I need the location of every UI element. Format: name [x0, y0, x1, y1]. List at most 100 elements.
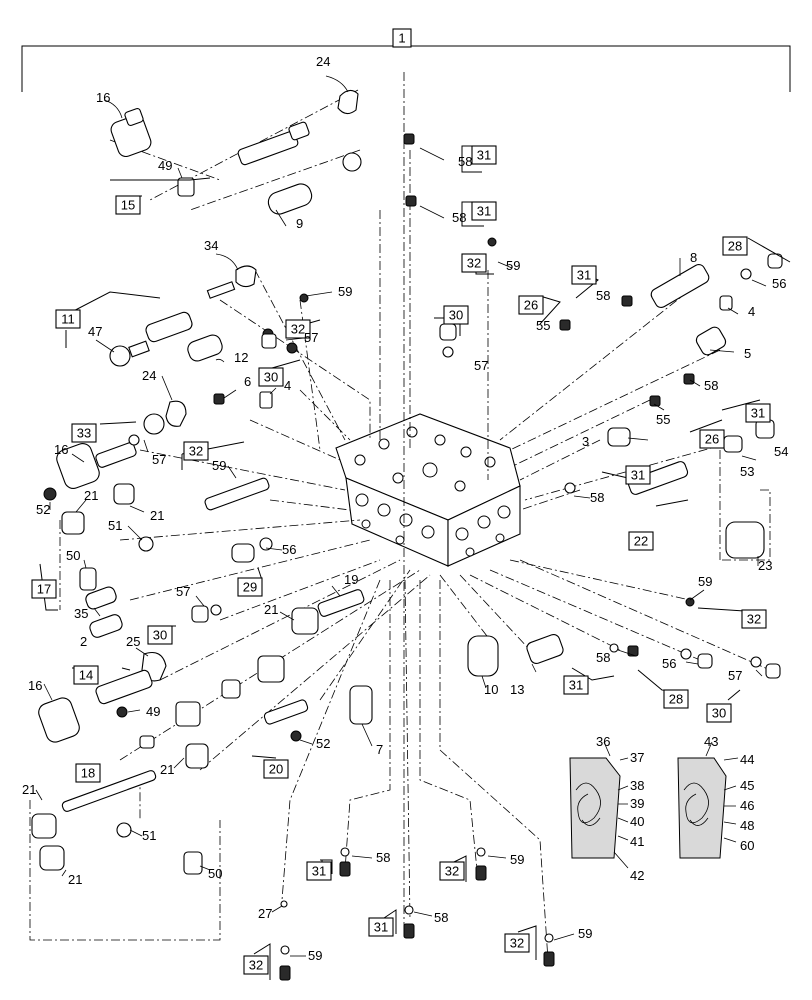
callout-4: 4	[748, 304, 755, 319]
callout-45: 45	[740, 778, 754, 793]
label-box	[663, 689, 689, 709]
seal-kit-bag-36	[569, 757, 621, 859]
seal-kit-bag-43	[677, 757, 727, 859]
boxed-label-text: 32	[249, 958, 263, 973]
sleeve-49-top	[177, 177, 195, 197]
shaft-32	[204, 477, 270, 511]
plug-54	[755, 419, 775, 439]
boxed-label-28: 28	[663, 689, 689, 709]
boxed-label-31: 31	[571, 265, 597, 285]
callout-59: 59	[212, 458, 226, 473]
callout-4: 4	[284, 378, 291, 393]
boxed-label-text: 32	[510, 936, 524, 951]
plug-55-right	[649, 395, 661, 407]
boxed-label-text: 31	[312, 864, 326, 879]
boxed-label-31: 31	[563, 675, 589, 695]
plug-bottom-31a	[339, 847, 351, 877]
callout-23: 23	[758, 558, 772, 573]
boxed-label-18: 18	[75, 763, 101, 783]
boxed-label-text: 32	[189, 444, 203, 459]
boxed-label-32: 32	[741, 609, 767, 629]
callout-59: 59	[578, 926, 592, 941]
plug-bottom-32b	[543, 933, 555, 967]
boxed-label-32: 32	[504, 933, 530, 953]
plug-27	[280, 900, 288, 908]
callout-55: 55	[536, 318, 550, 333]
cartridge-33	[95, 434, 140, 468]
plug-59-right	[685, 597, 695, 607]
plug-30-mid	[191, 604, 222, 623]
boxed-label-29: 29	[237, 577, 263, 597]
boxed-label-text: 31	[751, 406, 765, 421]
callout-2: 2	[80, 634, 87, 649]
callout-59: 59	[308, 948, 322, 963]
callout-16: 16	[54, 442, 68, 457]
connector-21-c	[291, 607, 319, 635]
label-box	[571, 265, 597, 285]
boxed-label-text: 32	[747, 612, 761, 627]
callout-21: 21	[84, 488, 98, 503]
boxed-label-20: 20	[263, 759, 289, 779]
callout-52: 52	[36, 502, 50, 517]
callout-25: 25	[126, 634, 140, 649]
label-box	[461, 253, 487, 273]
label-box	[73, 665, 99, 685]
label-box	[183, 441, 209, 461]
callout-41: 41	[630, 834, 644, 849]
centre-lines	[29, 72, 771, 961]
callout-56: 56	[282, 542, 296, 557]
boxed-label-text: 20	[269, 762, 283, 777]
callout-36: 36	[596, 734, 610, 749]
boxed-label-text: 30	[153, 628, 167, 643]
boxed-label-text: 32	[445, 864, 459, 879]
cartridge-22	[627, 461, 689, 495]
boxed-label-32: 32	[243, 955, 269, 975]
callout-35: 35	[74, 606, 88, 621]
callout-21: 21	[68, 872, 82, 887]
connector-21-b	[113, 483, 135, 505]
boxed-label-text: 26	[705, 432, 719, 447]
valve-manifold-block	[335, 413, 521, 567]
boxed-label-text: 30	[264, 370, 278, 385]
plug-bottom-32c	[279, 945, 291, 981]
callout-38: 38	[630, 778, 644, 793]
callout-12: 12	[234, 350, 248, 365]
callout-39: 39	[630, 796, 644, 811]
cartridge-top	[237, 121, 310, 166]
boxed-label-31: 31	[745, 403, 771, 423]
callout-54: 54	[774, 444, 788, 459]
bracket-34	[206, 265, 257, 299]
plug-58-top	[621, 295, 633, 307]
boxed-label-30: 30	[706, 703, 732, 723]
valve-2	[89, 614, 123, 638]
plug-30-top	[439, 323, 457, 358]
callout-10: 10	[484, 682, 498, 697]
cartridge-14	[95, 669, 153, 705]
solenoid-coil-16-top	[110, 107, 152, 158]
cartridge-13	[526, 633, 564, 665]
callout-16: 16	[28, 678, 42, 693]
boxed-label-text: 31	[477, 204, 491, 219]
callout-47: 47	[88, 324, 102, 339]
boxed-label-31: 31	[306, 861, 332, 881]
label-box	[368, 917, 394, 937]
callout-58: 58	[596, 288, 610, 303]
callout-49: 49	[146, 704, 160, 719]
label-box	[55, 309, 81, 329]
boxed-label-text: 18	[81, 766, 95, 781]
parts-layer	[31, 89, 783, 981]
label-box	[75, 763, 101, 783]
valve-35	[85, 586, 117, 610]
callout-6: 6	[244, 374, 251, 389]
label-box	[243, 955, 269, 975]
bracket-24-mid	[143, 400, 187, 435]
callout-7: 7	[376, 742, 383, 757]
boxed-label-22: 22	[628, 531, 654, 551]
boxed-label-text: 32	[467, 256, 481, 271]
callout-60: 60	[740, 838, 754, 853]
plug-6	[213, 393, 225, 405]
connector-21-e	[31, 813, 57, 839]
plug-4-right	[719, 295, 733, 311]
callout-49: 49	[158, 158, 172, 173]
